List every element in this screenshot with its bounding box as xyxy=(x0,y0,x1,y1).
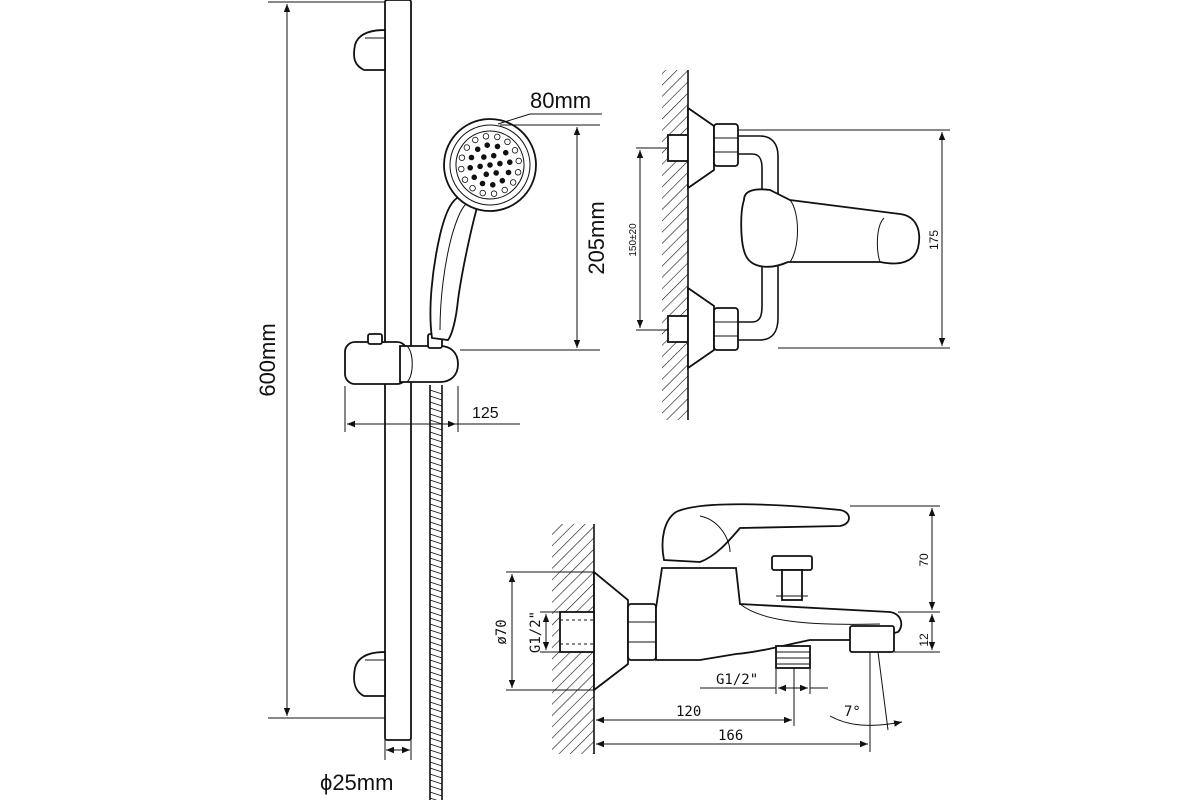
spout-height-dimension: 12 xyxy=(894,614,940,653)
bracket-offset-dimension: 125 xyxy=(344,386,520,432)
body-height-label: 70 xyxy=(917,553,931,567)
lower-inlet xyxy=(667,286,739,370)
mixer-side-view: ø70 G1/2" G1/2" 70 12 xyxy=(494,503,940,754)
outlet-distance-dimension: 120 xyxy=(596,668,795,726)
hand-shower xyxy=(429,118,537,341)
bar-length-dimension: 600mm xyxy=(255,1,398,719)
flange-diameter-dimension: ø70 xyxy=(494,571,594,691)
shower-hose xyxy=(429,385,443,800)
bar-diameter-label: ϕ25mm xyxy=(320,770,393,795)
upper-inlet xyxy=(667,106,739,190)
bar-length-label: 600mm xyxy=(255,323,280,396)
head-diameter-dimension: 80mm xyxy=(497,88,602,125)
outlet-thread-dimension: G1/2" xyxy=(700,668,828,694)
mixer-top-view: 150±20 175 xyxy=(628,70,950,420)
spout-angle-label: 7° xyxy=(844,704,861,720)
bracket-offset-label: 125 xyxy=(472,405,499,422)
mixer-body-top xyxy=(740,188,921,268)
spout-height-label: 12 xyxy=(917,633,931,647)
body-height-dimension: 70 xyxy=(850,505,940,613)
inlet-spacing-label: 150±20 xyxy=(628,223,639,257)
bar-diameter-dimension: ϕ25mm xyxy=(320,718,412,795)
handset-length-label: 205mm xyxy=(584,201,609,274)
slider-bracket xyxy=(344,333,459,385)
flange-diameter-label: ø70 xyxy=(494,619,510,644)
outlet-distance-label: 120 xyxy=(676,704,701,720)
overall-height-label: 175 xyxy=(927,230,941,250)
inlet-spacing-dimension: 150±20 xyxy=(628,147,668,331)
inlet-thread-dimension: G1/2" xyxy=(528,611,560,653)
inlet-thread-label: G1/2" xyxy=(528,611,544,653)
overall-height-dimension: 175 xyxy=(738,129,950,349)
shower-set-view: 600mm ϕ25mm xyxy=(255,0,609,800)
spout-angle-dimension: 7° xyxy=(829,651,903,731)
spout-length-dimension: 166 xyxy=(596,652,871,752)
handset-length-dimension: 205mm xyxy=(460,124,609,351)
outlet-thread-label: G1/2" xyxy=(716,672,758,688)
head-diameter-label: 80mm xyxy=(530,88,591,113)
spout-length-label: 166 xyxy=(718,728,743,744)
